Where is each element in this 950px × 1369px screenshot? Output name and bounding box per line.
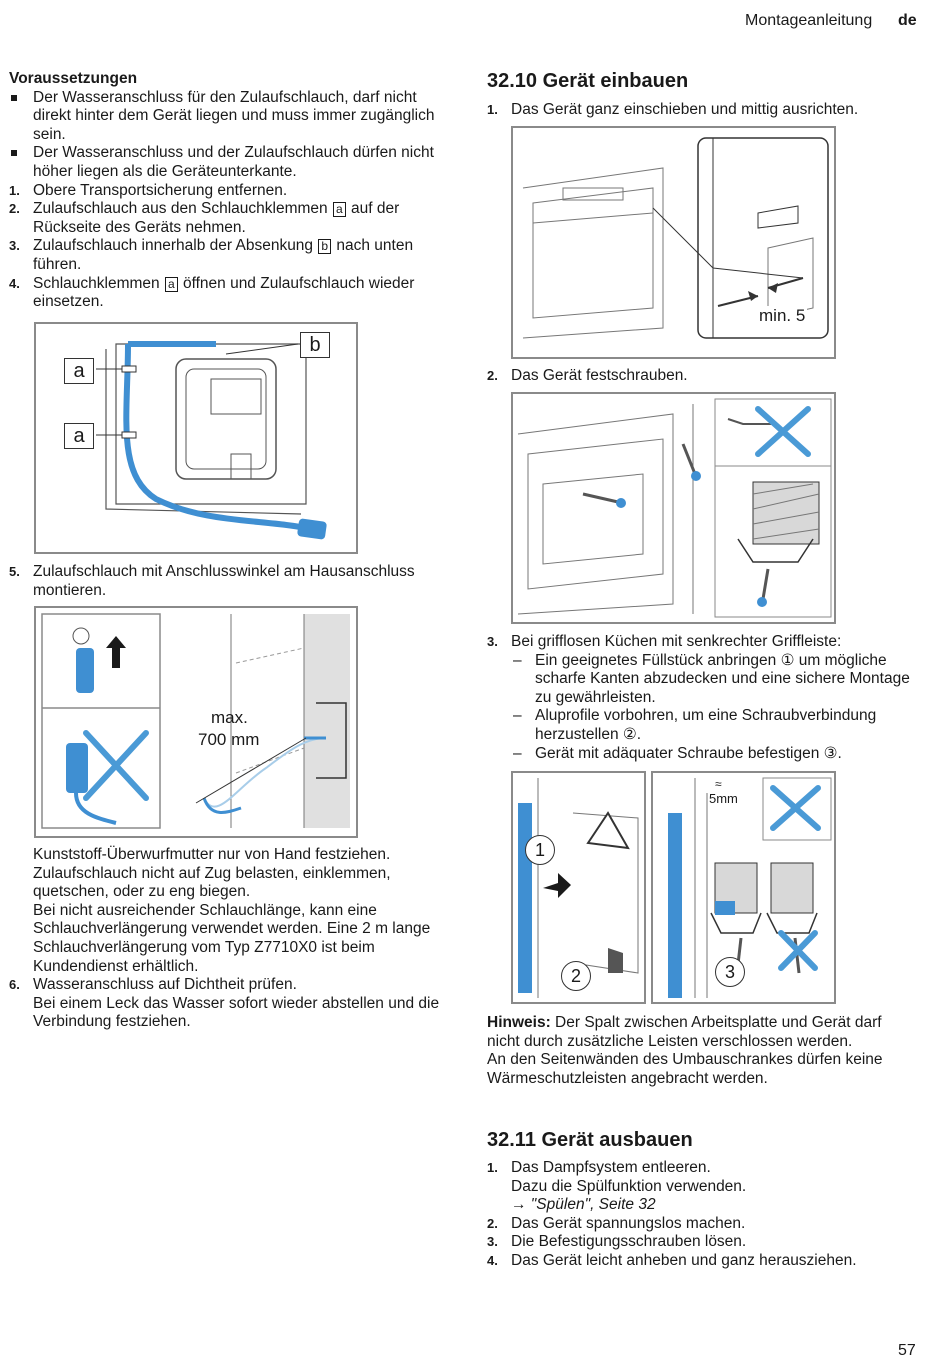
step-item: 1.Das Gerät ganz einschieben und mittig … [487,101,859,118]
figure-align-min5: min. 5 [511,126,836,359]
dash-item: –Gerät mit adäquater Schraube befestigen… [513,744,842,762]
screw-illustration [517,398,832,618]
dash-item: –Aluprofile vorbohren, um eine Schraubve… [513,707,877,743]
note-text: Kunststoff-Überwurfmutter nur von Hand f… [33,846,391,863]
bullet-marker [11,150,17,157]
note-text: Bei nicht ausreichender Schlauchlänge, k… [33,901,431,975]
step-subtext: Bei einem Leck das Wasser sofort wieder … [33,994,440,1031]
reference-label: b [318,239,332,255]
figure-screw [511,392,836,624]
section-heading-install: 32.10 Gerät einbauen [487,70,689,92]
header-title: Montageanleitung [745,12,873,29]
dimension-approx: ≈ [715,777,722,791]
step-item: 2.Das Gerät spannungslos machen. [487,1214,746,1232]
max-label: max. [211,708,248,727]
step-subtext: Dazu die Spülfunktion verwenden. [511,1177,747,1195]
step-item: 4.Das Gerät leicht anheben und ganz hera… [487,1251,857,1269]
callout-a-bottom: a [64,423,94,449]
section-heading-remove: 32.11 Gerät ausbauen [487,1129,693,1151]
step-item: 2.Das Gerät festschrauben. [487,367,688,384]
step-item: 3.Zulaufschlauch innerhalb der Absenkung… [9,237,414,273]
hose-clamp-illustration [96,341,327,540]
figure-profile-screw: ≈ 5mm 3 [651,771,836,1004]
right-step3: 3.Bei grifflosen Küchen mit senkrechter … [487,633,917,763]
header-language: de [898,12,917,29]
step-item: 1.Obere Transportsicherung entfernen. [9,181,288,199]
step-item: 5.Zulaufschlauch mit Anschlusswinkel am … [9,563,415,599]
bullet-item: Der Wasseranschluss und der Zulaufschlau… [9,144,441,181]
page-number: 57 [898,1342,916,1359]
marker-3: 3 [715,957,745,987]
right-step2: 2.Das Gerät festschrauben. [487,367,927,386]
right-step1: 1.Das Gerät ganz einschieben und mittig … [487,101,927,120]
figure-hose-clamps: a a b [34,322,358,554]
note-text: Zulaufschlauch nicht auf Zug belasten, e… [33,864,391,901]
step-item: 4.Schlauchklemmen a öffnen und Zulaufsch… [9,274,415,311]
align-illustration [522,137,829,339]
dash-item: –Ein geeignetes Füllstück anbringen ① um… [513,651,910,706]
hint-block: Hinweis: Der Spalt zwischen Arbeitsplatt… [487,1014,917,1088]
step-item: 6.Wasseranschluss auf Dichtheit prüfen. [9,976,297,994]
reference-label: a [332,202,346,218]
step-item: 3.Die Befestigungsschrauben lösen. [487,1233,747,1251]
left-column: Voraussetzungen Der Wasseranschluss für … [9,70,441,312]
callout-b: b [300,332,330,358]
left-step5: 5.Zulaufschlauch mit Anschlusswinkel am … [9,563,419,600]
reference-label: a [164,276,178,292]
step-item: 3.Bei grifflosen Küchen mit senkrechter … [487,633,842,650]
distance-label: 700 mm [198,730,260,749]
step-item: 1.Das Dampfsystem entleeren. [487,1159,711,1176]
profile-screw-illustration [668,777,832,998]
prereq-heading: Voraussetzungen [9,70,138,87]
callout-a-top: a [64,358,94,384]
bullet-marker [11,94,17,101]
figure-filler-piece: 1 2 [511,771,646,1004]
house-connection-illustration [41,613,350,829]
min-label: min. 5 [757,306,808,326]
remove-steps: 1.Das Dampfsystem entleeren. Dazu die Sp… [487,1159,917,1271]
marker-1: 1 [525,835,555,865]
figure-house-connection: max. 700 mm [34,606,358,838]
bullet-item: Der Wasseranschluss für den Zulaufschlau… [9,89,441,145]
hint-text-2: An den Seitenwänden des Umbauschrankes d… [487,1051,883,1087]
hint-text: Hinweis: Der Spalt zwischen Arbeitsplatt… [487,1014,882,1050]
dimension-label: 5mm [709,791,738,806]
marker-2: 2 [561,961,591,991]
cross-reference-link[interactable]: → "Spülen", Seite 32 [511,1196,656,1214]
left-notes: Kunststoff-Überwurfmutter nur von Hand f… [9,846,441,1032]
step-item: 2.Zulaufschlauch aus den Schlauchklemmen… [9,200,400,236]
